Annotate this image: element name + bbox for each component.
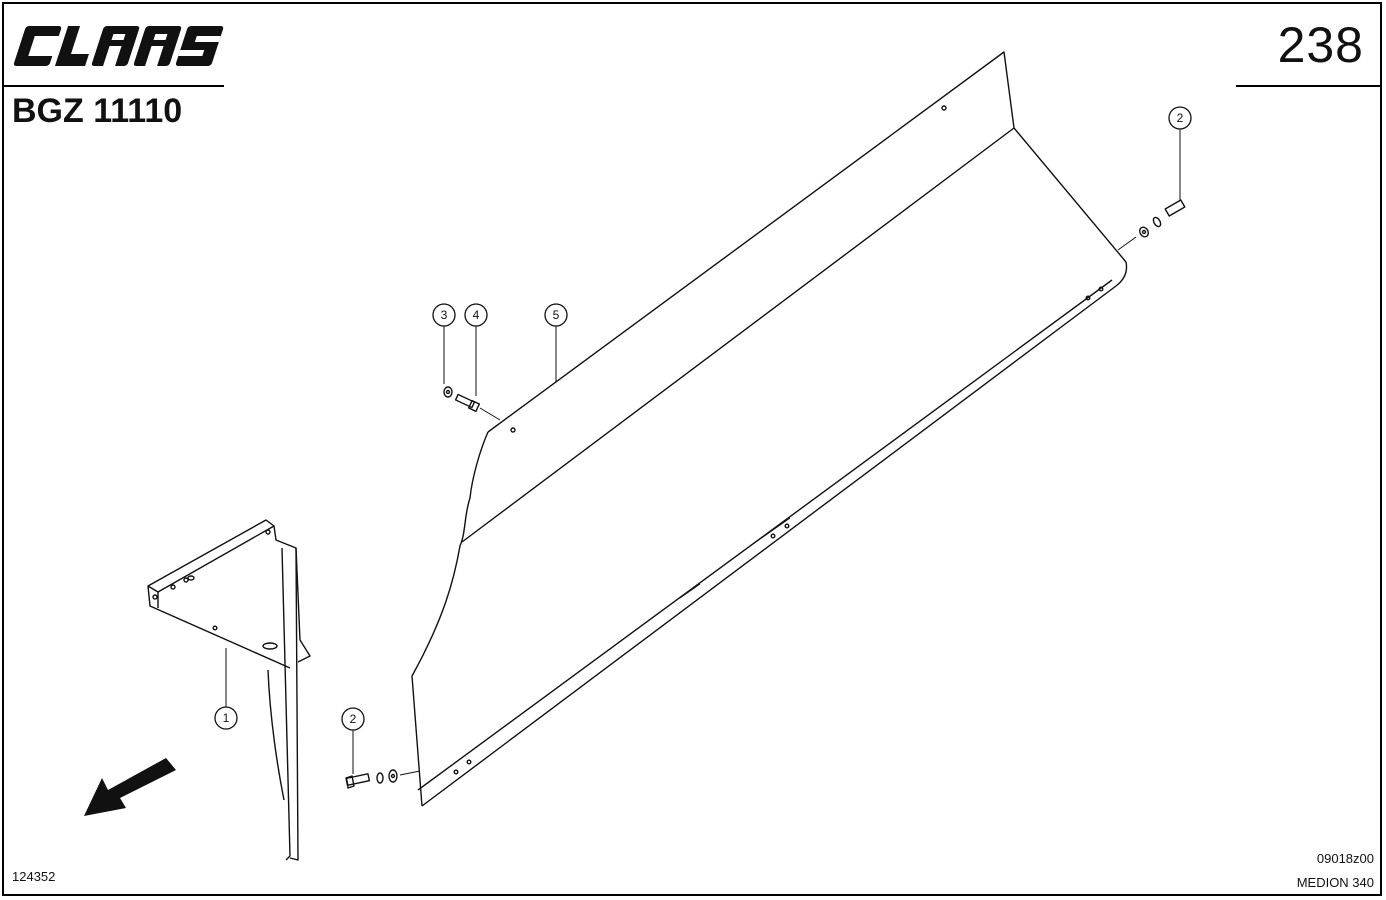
group-code: BGZ 11110 (12, 92, 183, 130)
part-1-bracket (147, 519, 311, 861)
fasteners-3-4 (443, 386, 481, 413)
callout-1 (214, 706, 238, 730)
callout-2-upper-label: 2 (1177, 111, 1184, 125)
callout-2-lower-label: 2 (350, 712, 357, 726)
callout-4-label: 4 (473, 308, 480, 322)
model-name: MEDION 340 (1296, 875, 1374, 890)
callout-1-label: 1 (223, 711, 230, 725)
part-5-deflector-sheet (411, 51, 1128, 807)
page-number: 238 (1277, 17, 1364, 73)
file-reference: 09018z00 (1316, 851, 1374, 866)
callout-3 (432, 303, 456, 327)
header-rule-right (1236, 85, 1380, 87)
callout-4 (464, 303, 488, 327)
claas-logo (13, 26, 224, 66)
header-rule-left (4, 85, 224, 87)
fasteners-lower-left (345, 769, 398, 789)
callout-5 (544, 303, 568, 327)
callout-2-lower (341, 707, 365, 731)
direction-arrow (84, 758, 176, 816)
drawing-reference: 124352 (12, 869, 56, 884)
callout-3-label: 3 (441, 308, 448, 322)
callout-5-label: 5 (553, 308, 560, 322)
fasteners-top-right (1139, 199, 1186, 238)
callout-2-upper (1168, 106, 1192, 130)
